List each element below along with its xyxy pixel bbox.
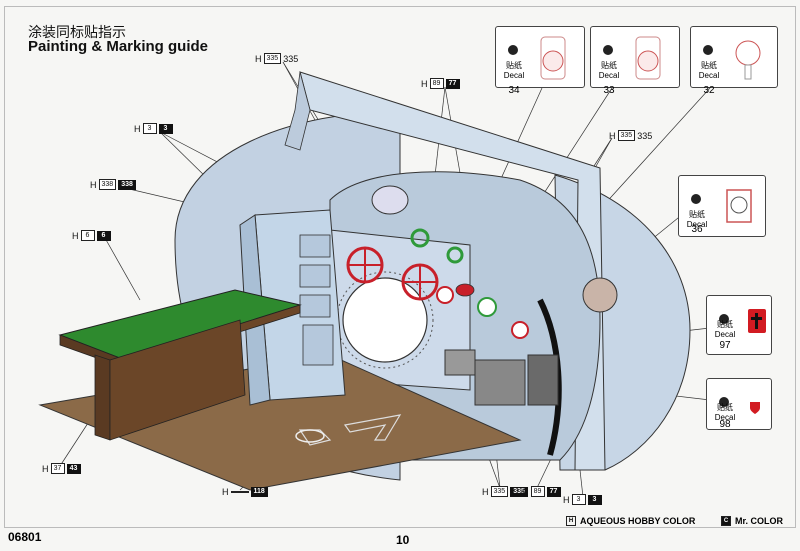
color-code-9: H 335 335 bbox=[482, 486, 528, 497]
decal-icon bbox=[719, 397, 729, 407]
mr-color-icon: C bbox=[721, 516, 731, 526]
color-code-3: H 3 3 bbox=[134, 123, 173, 134]
gauge-decal-image bbox=[735, 40, 761, 80]
red-shield-decal-image bbox=[750, 402, 760, 414]
color-code-10: H 89 77 bbox=[522, 486, 561, 497]
meter-decal-image bbox=[726, 189, 752, 223]
legend-aqueous: H AQUEOUS HOBBY COLOR bbox=[566, 516, 695, 526]
gauge-decal-image bbox=[540, 36, 566, 80]
kit-number: 06801 bbox=[8, 530, 42, 544]
page-title-cn: 涂装同标贴指示 bbox=[28, 25, 126, 41]
decal-icon bbox=[508, 45, 518, 55]
decal-icon bbox=[691, 194, 701, 204]
page-title: Painting & Marking guide bbox=[28, 38, 209, 55]
legend-mr-color: C Mr. COLOR bbox=[721, 516, 783, 526]
color-code-8: H 118 bbox=[222, 487, 268, 497]
red-valve-wheels bbox=[346, 246, 439, 301]
color-code-11: H 3 3 bbox=[563, 494, 602, 505]
decal-icon bbox=[703, 45, 713, 55]
red-cross-decal-image bbox=[748, 309, 766, 333]
color-code-6: H 6 6 bbox=[72, 230, 111, 241]
page-number: 10 bbox=[396, 533, 410, 547]
color-code-2: H 89 77 bbox=[421, 78, 460, 89]
gauge-decal-image bbox=[635, 36, 661, 80]
color-code-4: H 335 335 bbox=[609, 130, 653, 141]
decal-icon bbox=[603, 45, 613, 55]
color-code-1: H 335 335 bbox=[255, 53, 299, 64]
color-code-7: H 37 43 bbox=[42, 463, 81, 474]
green-valve-wheels bbox=[410, 228, 464, 264]
decal-icon bbox=[719, 314, 729, 324]
aqueous-color-icon: H bbox=[566, 516, 576, 526]
color-code-5: H 338 338 bbox=[90, 179, 136, 190]
